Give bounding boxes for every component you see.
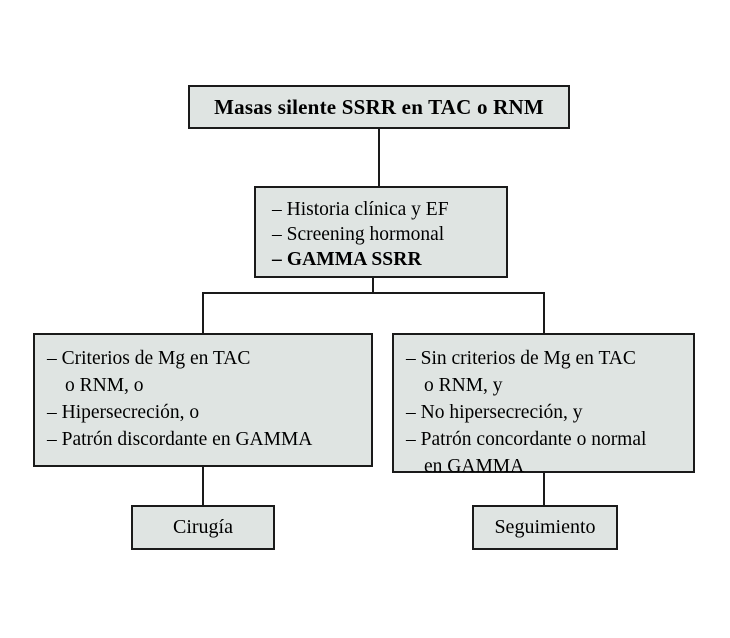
connector-branch-right (543, 292, 545, 334)
workup-line-3: – GAMMA SSRR (272, 249, 422, 270)
surgical-criteria-line-2: o RNM, o (65, 375, 144, 396)
followup-criteria-line-2: o RNM, y (424, 375, 503, 396)
node-criterios-seguimiento[interactable]: – Sin criterios de Mg en TAC o RNM, y – … (392, 333, 695, 477)
surgical-criteria-line-3: – Hipersecreción, o (47, 402, 200, 423)
node-evaluacion-inicial[interactable]: – Historia clínica y EF – Screening horm… (254, 186, 508, 278)
followup-criteria-line-3: – No hipersecreción, y (406, 402, 583, 423)
connector-criteria-to-surgery (202, 466, 204, 506)
node-title-label: Masas silente SSRR en TAC o RNM (214, 94, 544, 119)
node-seguimiento[interactable]: Seguimiento (472, 505, 618, 550)
connector-branch-horizontal (202, 292, 545, 294)
surgery-label: Cirugía (173, 516, 233, 538)
node-criterios-cirugia[interactable]: – Criterios de Mg en TAC o RNM, o – Hipe… (33, 333, 373, 467)
followup-criteria-line-5: en GAMMA (424, 456, 525, 477)
surgical-criteria-line-4: – Patrón discordante en GAMMA (47, 429, 313, 450)
node-cirugia[interactable]: Cirugía (131, 505, 275, 550)
followup-label: Seguimiento (494, 516, 596, 538)
connector-criteria-to-followup (543, 472, 545, 506)
connector-workup-down (372, 277, 374, 293)
workup-line-1: – Historia clínica y EF (272, 199, 449, 220)
followup-criteria-line-4: – Patrón concordante o normal (406, 429, 647, 450)
node-masas-silente-ssrr[interactable]: Masas silente SSRR en TAC o RNM (188, 85, 570, 129)
connector-branch-left (202, 292, 204, 334)
connector-title-to-workup (378, 128, 380, 187)
workup-line-2: – Screening hormonal (272, 224, 445, 245)
surgical-criteria-line-1: – Criterios de Mg en TAC (47, 348, 251, 369)
followup-criteria-line-1: – Sin criterios de Mg en TAC (406, 348, 636, 369)
